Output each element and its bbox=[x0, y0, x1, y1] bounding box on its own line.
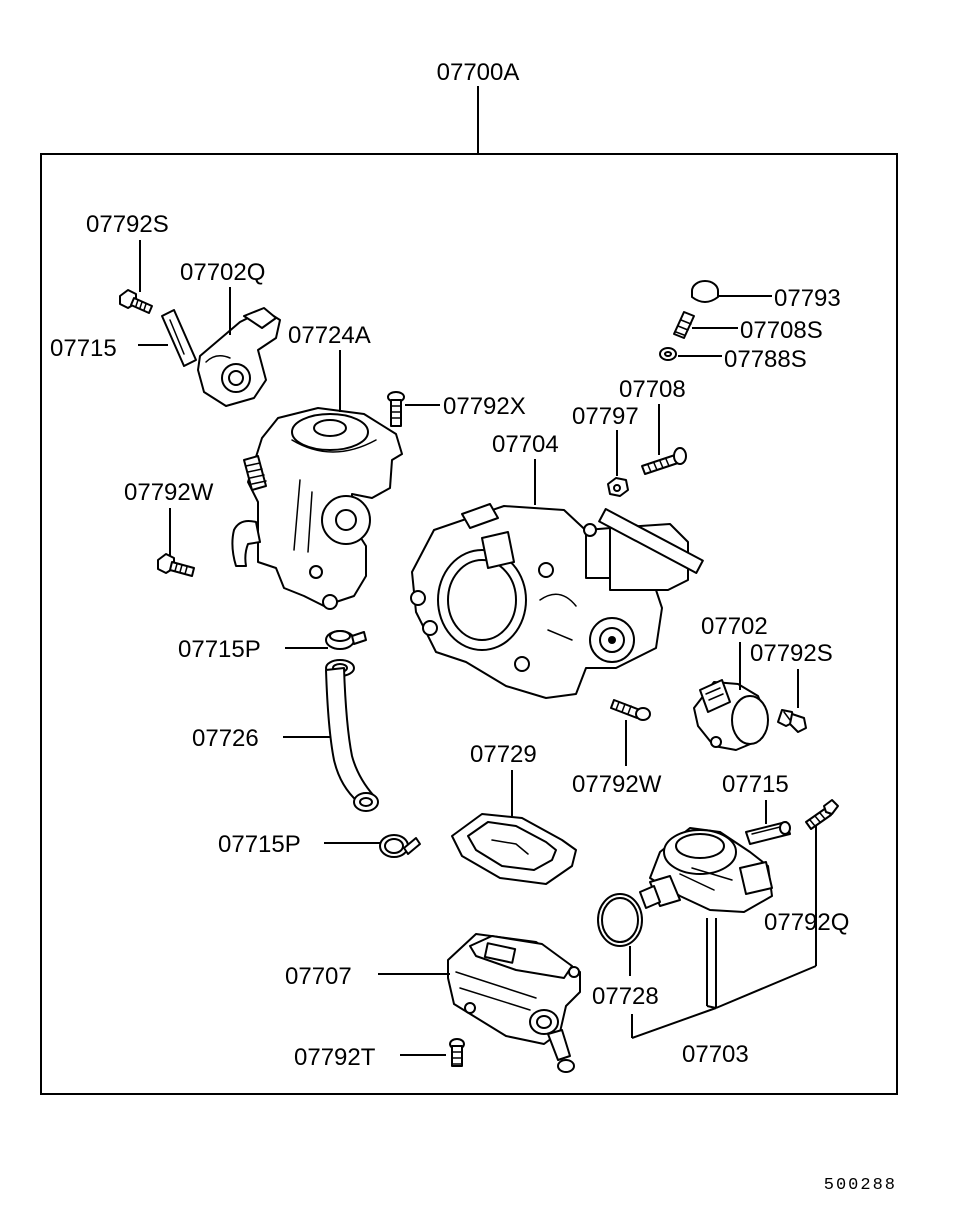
hose-07726 bbox=[325, 659, 379, 812]
label-07704: 07704 bbox=[492, 431, 559, 458]
label-07700A: 07700A bbox=[437, 59, 520, 86]
screw-07792T bbox=[449, 1038, 465, 1067]
screw-07708 bbox=[641, 447, 687, 475]
label-07792Q: 07792Q bbox=[764, 909, 849, 936]
cap-07793 bbox=[691, 280, 719, 303]
housing-07707 bbox=[447, 933, 581, 1073]
screw-07792W-left bbox=[157, 553, 195, 577]
screw-07792W-center bbox=[610, 699, 651, 721]
idle-control-valve-07703 bbox=[639, 827, 773, 913]
label-07728: 07728 bbox=[592, 983, 659, 1010]
label-07797: 07797 bbox=[572, 403, 639, 430]
o-ring-07728 bbox=[597, 893, 643, 947]
label-07792X: 07792X bbox=[443, 393, 526, 420]
throttle-position-sensor-07702Q bbox=[197, 307, 281, 407]
gasket-07729 bbox=[451, 813, 577, 885]
label-07792W-center: 07792W bbox=[572, 771, 662, 798]
label-07726: 07726 bbox=[192, 725, 259, 752]
label-07708S: 07708S bbox=[740, 317, 823, 344]
label-07703: 07703 bbox=[682, 1041, 749, 1068]
label-07788S: 07788S bbox=[724, 346, 807, 373]
label-07715-left: 07715 bbox=[50, 335, 117, 362]
label-07729: 07729 bbox=[470, 741, 537, 768]
label-07724A: 07724A bbox=[288, 322, 371, 349]
label-07708: 07708 bbox=[619, 376, 686, 403]
label-07792T: 07792T bbox=[294, 1044, 376, 1071]
throttle-body-07704 bbox=[410, 503, 704, 699]
label-07702: 07702 bbox=[701, 613, 768, 640]
screw-07792X bbox=[387, 391, 405, 427]
label-07715-right: 07715 bbox=[722, 771, 789, 798]
assembly-frame bbox=[40, 153, 898, 1095]
label-07715P-lower: 07715P bbox=[218, 831, 301, 858]
bracket-07715-right bbox=[745, 821, 791, 845]
bracket-07715-left bbox=[161, 309, 197, 367]
clamp-07715P-upper bbox=[325, 630, 367, 650]
label-07707: 07707 bbox=[285, 963, 352, 990]
screw-07792Q bbox=[805, 799, 839, 830]
screw-07792S-right bbox=[777, 709, 807, 733]
clamp-07715P-lower bbox=[379, 834, 421, 858]
label-07715P-upper: 07715P bbox=[178, 636, 261, 663]
label-07792W-left: 07792W bbox=[124, 479, 214, 506]
washer-07788S bbox=[659, 347, 677, 361]
label-07792S-right: 07792S bbox=[750, 640, 833, 667]
label-07793: 07793 bbox=[774, 285, 841, 312]
drawing-code: 500288 bbox=[824, 1176, 897, 1195]
nut-07797 bbox=[607, 477, 629, 497]
label-07702Q: 07702Q bbox=[180, 259, 265, 286]
bolt-07792S-left bbox=[119, 289, 153, 314]
throttle-body-housing-07724A bbox=[231, 407, 403, 610]
sensor-07702 bbox=[693, 679, 769, 751]
screw-07708S bbox=[673, 311, 695, 339]
label-07792S-top-left: 07792S bbox=[86, 211, 169, 238]
